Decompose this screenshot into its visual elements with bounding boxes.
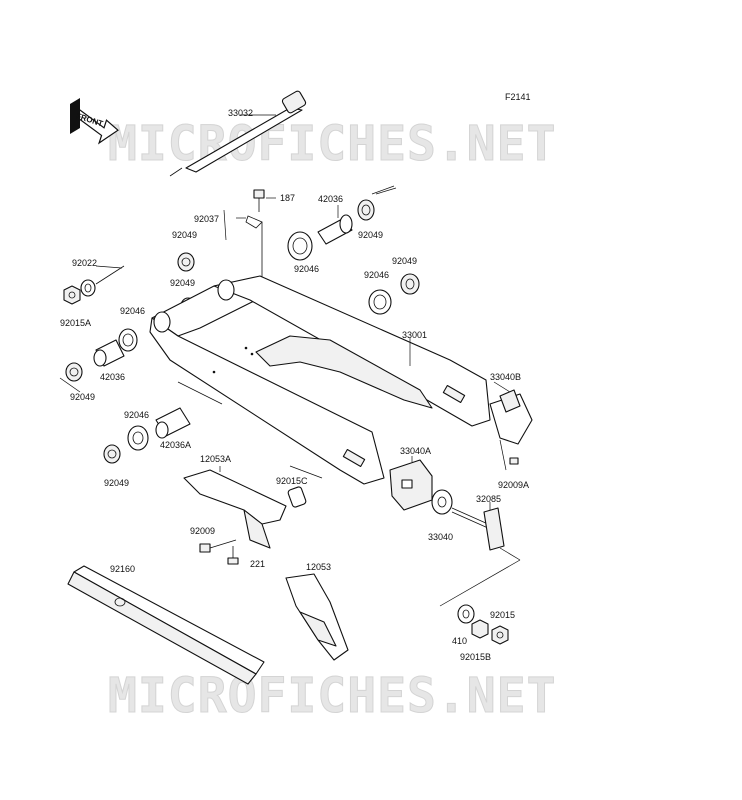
adjuster-33040A: [389, 456, 433, 511]
watermark-bottom: MICROFICHES.NET: [108, 668, 556, 724]
bushing-42036A: [155, 407, 191, 439]
label-92009: 92009: [190, 526, 215, 536]
label-92049-upper-right: 92049: [358, 230, 383, 240]
label-33040: 33040: [428, 532, 453, 542]
bearing-92046-left: [118, 328, 138, 352]
seal-92049-lower: [103, 444, 121, 464]
label-42036-upper: 42036: [318, 194, 343, 204]
seal-92049-a: [177, 252, 195, 272]
bushing-42036-left: [93, 339, 125, 367]
watermark-top: MICROFICHES.NET: [108, 116, 556, 172]
washer-92022: [80, 265, 125, 297]
label-42036A: 42036A: [160, 440, 191, 450]
front-arrow-icon: [70, 98, 119, 145]
label-410: 410: [452, 636, 467, 646]
label-92049-a: 92049: [172, 230, 197, 240]
label-92049-lower: 92049: [104, 478, 129, 488]
label-92015C: 92015C: [276, 476, 308, 486]
label-33040A: 33040A: [400, 446, 431, 456]
figure-code: F2141: [505, 92, 531, 102]
seal-92049-right: [400, 273, 420, 295]
washer-410: [457, 604, 475, 624]
label-33040B: 33040B: [490, 372, 521, 382]
screw-221: [227, 546, 239, 565]
label-92022: 92022: [72, 258, 97, 268]
label-92049-right: 92049: [392, 256, 417, 266]
label-32085: 32085: [476, 494, 501, 504]
label-12053: 12053: [306, 562, 331, 572]
spacer-92015C: [287, 486, 307, 508]
label-92015: 92015: [490, 610, 515, 620]
chain-slipper-92160: [67, 565, 265, 685]
label-33001: 33001: [402, 330, 427, 340]
label-12053A: 12053A: [200, 454, 231, 464]
chain-guide-12053: [285, 573, 349, 661]
bolt-32085: [451, 502, 505, 551]
adjuster-33040B: [489, 381, 533, 471]
label-92015A: 92015A: [60, 318, 91, 328]
label-92046-left: 92046: [120, 306, 145, 316]
label-92049-left: 92049: [70, 392, 95, 402]
label-33032: 33032: [228, 108, 253, 118]
label-221: 221: [250, 559, 265, 569]
seal-92049-upper-right: [357, 187, 397, 221]
seal-92049-left: [65, 362, 83, 382]
chain-guide-12053A: [183, 466, 287, 549]
swingarm-33001: [149, 275, 491, 485]
bearing-92046-right: [368, 289, 392, 315]
label-92009A: 92009A: [498, 480, 529, 490]
bolt-92009: [199, 539, 237, 553]
bearing-92046-upper: [287, 231, 313, 261]
bolt-187: [253, 189, 276, 212]
label-92046-right: 92046: [364, 270, 389, 280]
bearing-92046-lower: [127, 425, 149, 451]
nut-92015A: [63, 285, 81, 305]
assembly-lines: [59, 185, 521, 607]
nut-92015B: [471, 619, 489, 639]
label-92046-upper: 92046: [294, 264, 319, 274]
bushing-42036-upper: [317, 205, 353, 245]
label-42036-left: 42036: [100, 372, 125, 382]
label-92160: 92160: [110, 564, 135, 574]
label-92046-lower: 92046: [124, 410, 149, 420]
label-187: 187: [280, 193, 295, 203]
nut-92015: [491, 625, 509, 645]
label-92015B: 92015B: [460, 652, 491, 662]
label-92049-b: 92049: [170, 278, 195, 288]
label-92037: 92037: [194, 214, 219, 224]
washer-33040: [431, 489, 453, 515]
part-labels: 33032 187 92037 42036 92049 92049 92046 …: [60, 108, 529, 662]
swingarm-axle: [169, 90, 307, 177]
